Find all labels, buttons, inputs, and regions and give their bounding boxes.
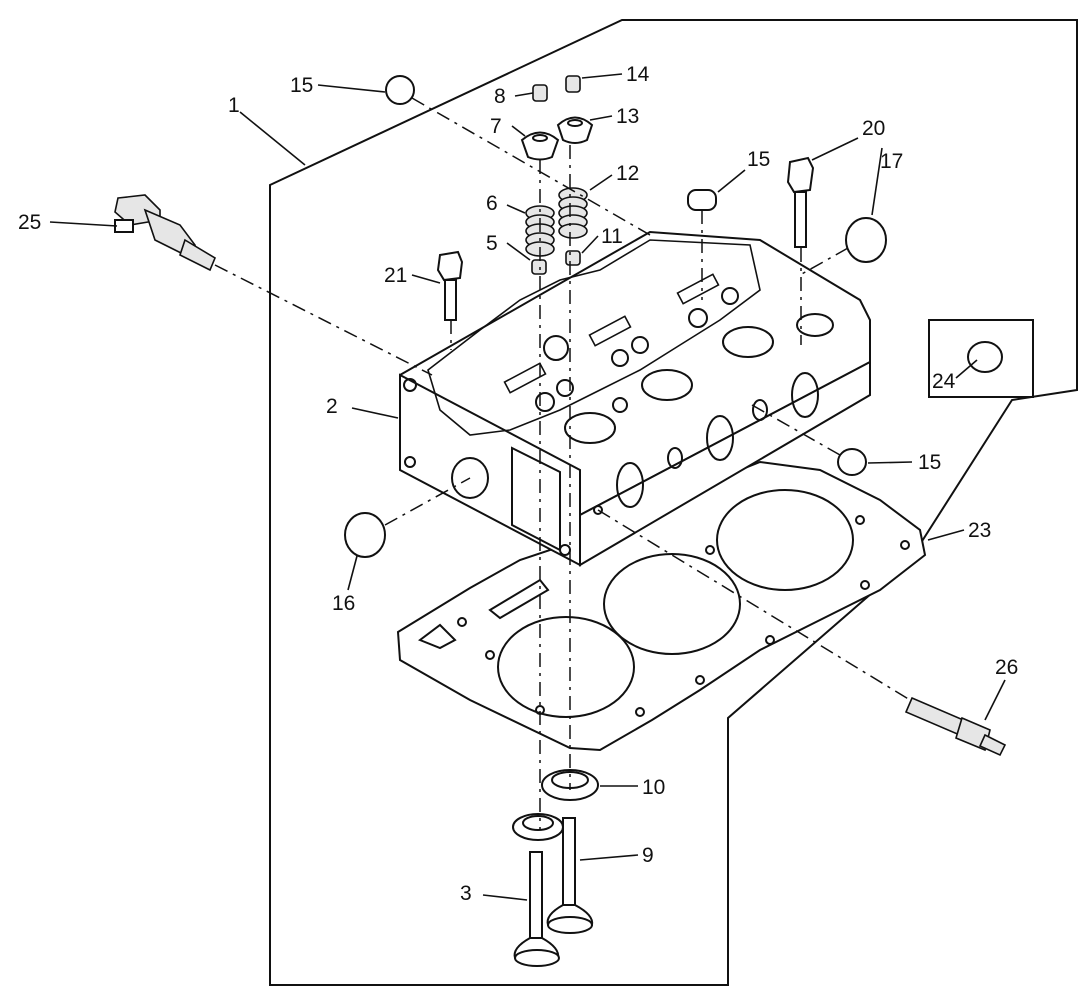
callout-15-center: 15 — [747, 148, 770, 171]
callout-6: 6 — [486, 192, 498, 215]
keeper-14 — [565, 75, 581, 93]
plug-17 — [845, 217, 887, 263]
callout-14: 14 — [626, 63, 650, 86]
bolt-20 — [786, 156, 815, 248]
cylinder-head — [399, 230, 871, 567]
retainer-7 — [520, 131, 560, 161]
valve-9 — [546, 817, 594, 934]
inset-box-24 — [928, 319, 1034, 398]
keeper-8 — [532, 84, 548, 102]
retainer-13 — [556, 116, 594, 144]
plug-16 — [344, 512, 386, 558]
callout-12: 12 — [616, 162, 639, 185]
callout-21: 21 — [384, 264, 407, 287]
callout-10: 10 — [642, 776, 665, 799]
callout-20: 20 — [862, 117, 885, 140]
bolt-21 — [436, 250, 464, 321]
callout-13: 13 — [616, 105, 639, 128]
centerline-16 — [384, 477, 471, 526]
callout-17: 17 — [880, 150, 903, 173]
callout-8: 8 — [494, 85, 506, 108]
callout-2: 2 — [326, 395, 338, 418]
sender-25 — [114, 194, 217, 272]
stem-seal-11 — [565, 250, 581, 266]
centerline-15-top — [411, 97, 651, 236]
assembly-panel-outline — [269, 19, 1078, 986]
plug-24 — [967, 341, 1003, 373]
callout-11: 11 — [601, 225, 623, 248]
leader-lines — [49, 73, 1006, 901]
callout-16: 16 — [332, 592, 355, 615]
stem-seal-5 — [531, 259, 547, 275]
callout-15-right: 15 — [918, 451, 941, 474]
callout-26: 26 — [995, 656, 1018, 679]
callout-24: 24 — [932, 370, 956, 393]
valve-spring-stack-right — [558, 187, 588, 239]
callout-23: 23 — [968, 519, 991, 542]
callout-7: 7 — [490, 115, 502, 138]
valve-3 — [513, 851, 560, 967]
centerline-15-right — [751, 404, 841, 456]
centerline-25 — [214, 264, 433, 376]
sender-26 — [904, 696, 1007, 757]
head-gasket — [396, 460, 927, 752]
callout-3: 3 — [460, 882, 472, 905]
centerline-26 — [597, 509, 911, 701]
callout-5: 5 — [486, 232, 498, 255]
centerline-17 — [799, 247, 849, 276]
plug-15-center — [687, 189, 717, 211]
valve-seat-lower — [512, 813, 564, 841]
callout-15-top: 15 — [290, 74, 313, 97]
callout-9: 9 — [642, 844, 654, 867]
plug-15-right — [837, 448, 867, 476]
callout-25: 25 — [18, 211, 41, 234]
plug-15-top — [385, 75, 415, 105]
callout-1: 1 — [228, 94, 240, 117]
